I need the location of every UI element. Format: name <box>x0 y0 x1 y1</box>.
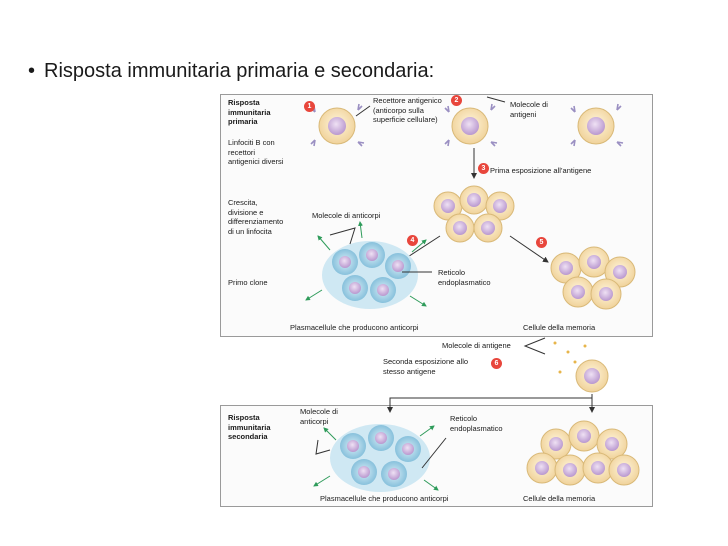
er-label: Reticolo endoplasmatico <box>438 268 491 287</box>
antigen-molecules-label: Molecole di antigene <box>442 341 511 350</box>
b-cell <box>577 107 615 145</box>
memory-cell <box>575 359 609 393</box>
antigen-dots <box>553 341 587 374</box>
memory-cells-label: Cellule della memoria <box>523 494 596 503</box>
first-exposure-label: Prima esposizione all’antigene <box>490 166 592 175</box>
bullet-icon: • <box>28 60 36 82</box>
b-cell <box>318 107 356 145</box>
step-badge-3: 3 <box>478 163 489 174</box>
plasma-cells-label: Plasmacellule che producono anticorpi <box>320 494 449 503</box>
first-clone-label: Primo clone <box>228 278 268 287</box>
memory-cell-cluster <box>550 246 636 310</box>
plasma-cells-label: Plasmacellule che producono anticorpi <box>290 323 419 332</box>
primary-response-heading: Risposta immunitaria primaria <box>228 98 271 126</box>
plasma-cell-cluster <box>322 241 418 309</box>
growth-label: Crescita, divisione e differenziamento d… <box>228 198 284 236</box>
secondary-response-heading: Risposta immunitaria secondaria <box>228 413 271 441</box>
clone-cluster <box>433 185 515 243</box>
plasma-cell-cluster <box>330 424 430 492</box>
receptor-label: Recettore antigenico (anticorpo sulla su… <box>373 96 442 124</box>
step-badge-5: 5 <box>536 237 547 248</box>
slide-title-text: Risposta immunitaria primaria e secondar… <box>44 60 435 82</box>
memory-cell-cluster <box>526 420 640 486</box>
antibody-molecules-label: Molecole di anticorpi <box>312 211 381 220</box>
b-lymphocytes-label: Linfociti B con recettori antigenici div… <box>228 138 284 166</box>
er-label: Reticolo endoplasmatico <box>450 414 503 433</box>
slide-title: • Risposta immunitaria primaria e seconda… <box>28 60 434 83</box>
step-badge-1: 1 <box>304 101 315 112</box>
step-badge-4: 4 <box>407 235 418 246</box>
step-badge-2: 2 <box>451 95 462 106</box>
antibody-molecules-label: Molecole di anticorpi <box>300 407 338 426</box>
memory-cells-label: Cellule della memoria <box>523 323 596 332</box>
b-cell <box>451 107 489 145</box>
antigen-molecules-label: Molecole di antigeni <box>510 100 548 119</box>
second-exposure-label: Seconda esposizione allo stesso antigene <box>383 357 469 376</box>
receptors <box>310 103 624 147</box>
step-badge-6: 6 <box>491 358 502 369</box>
